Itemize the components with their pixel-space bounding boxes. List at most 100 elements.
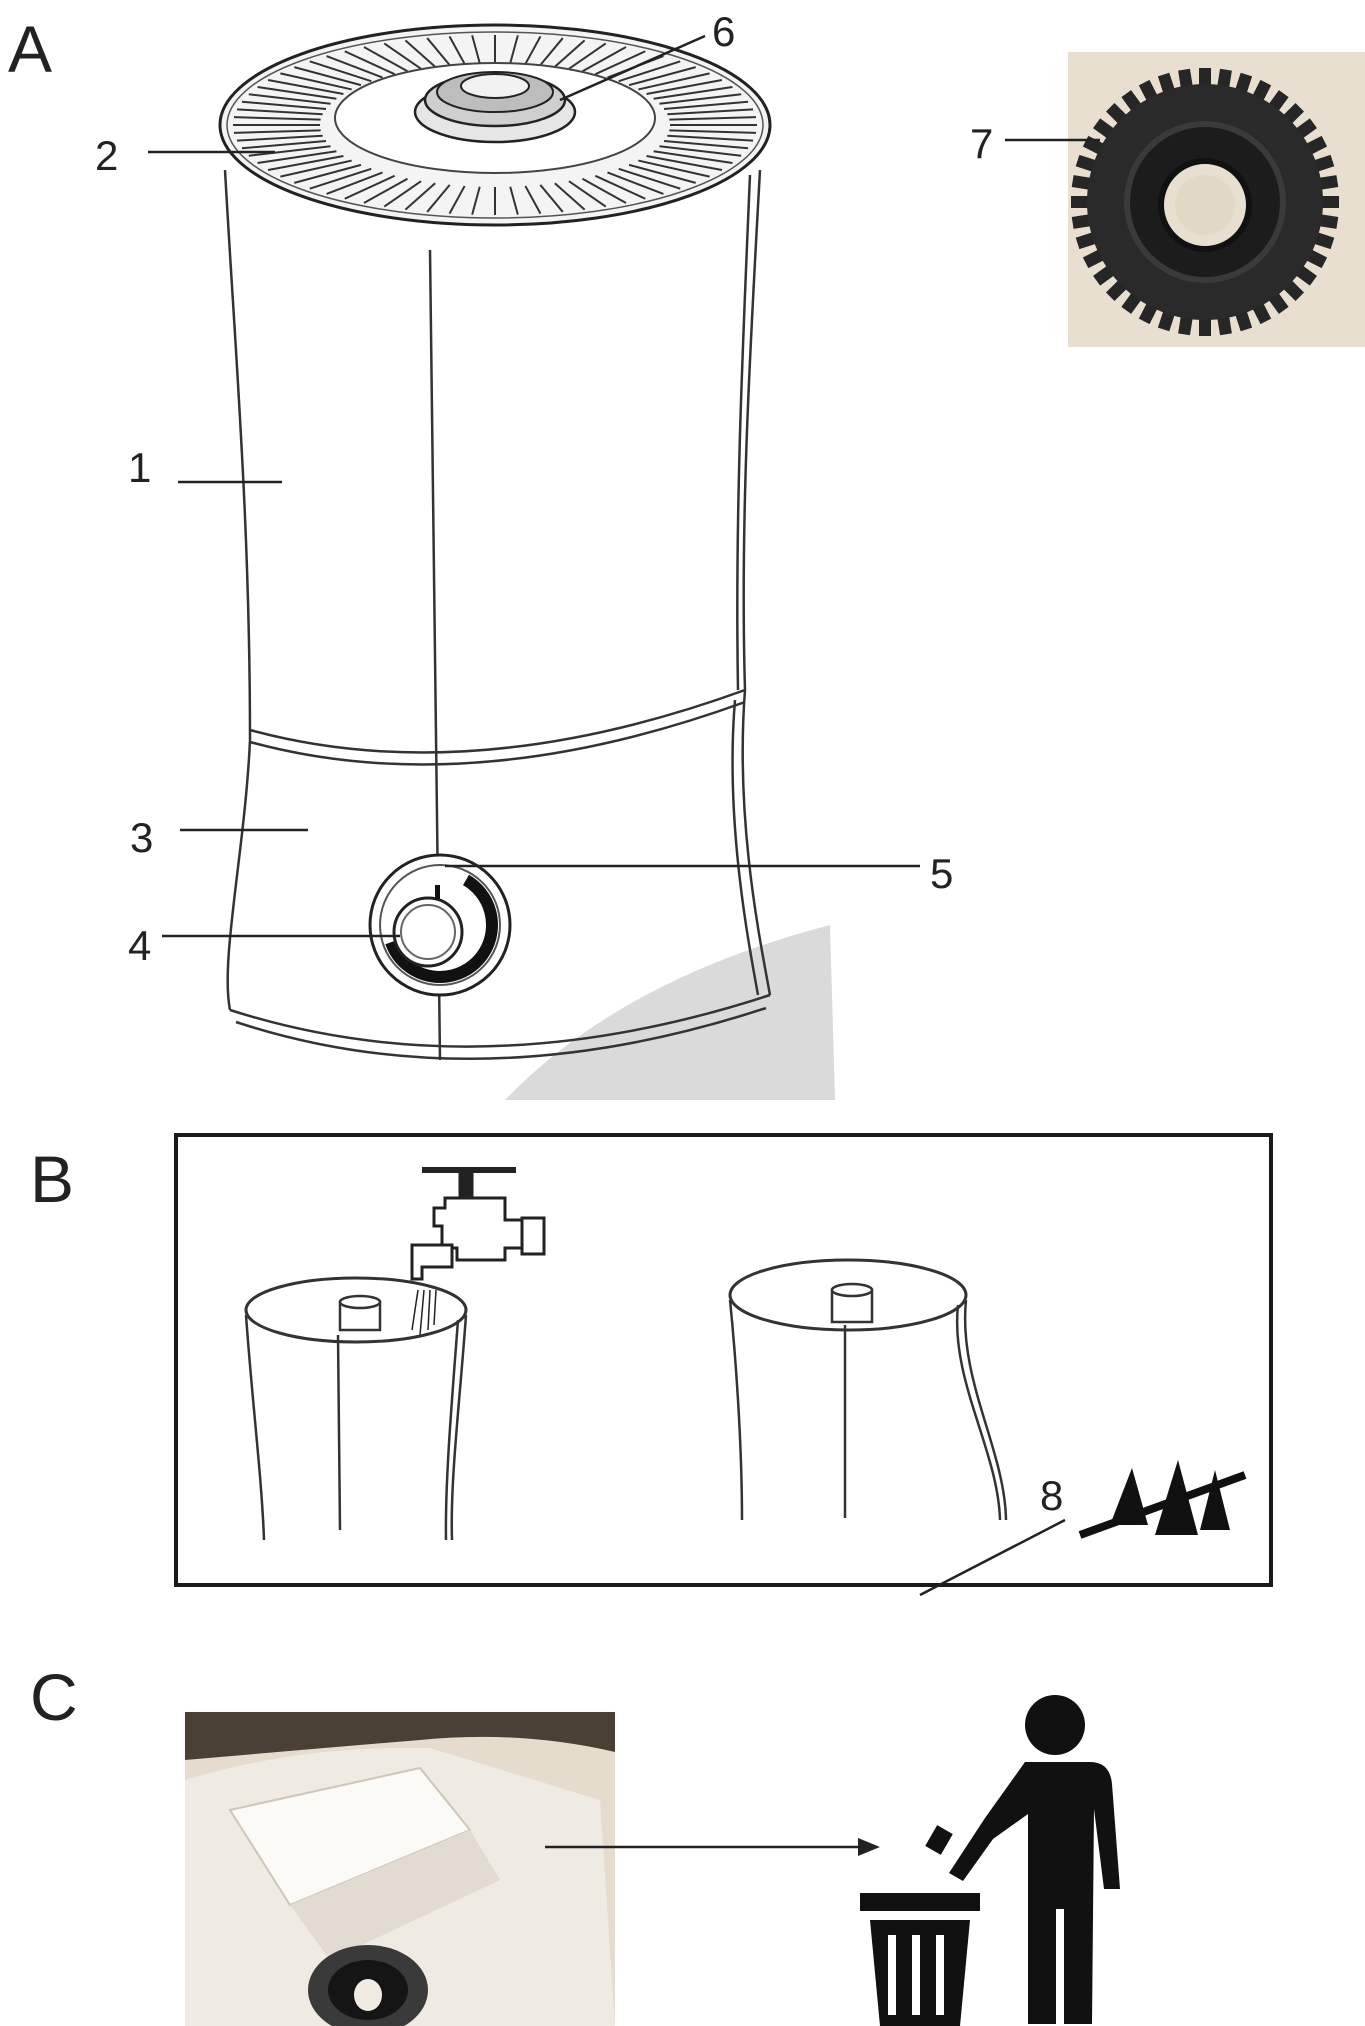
grille-fin (309, 60, 372, 83)
grille-fin (426, 184, 451, 213)
grille-fin (248, 145, 331, 157)
leader-6 (559, 34, 706, 102)
grille-fin (363, 46, 408, 73)
grille-fin (669, 129, 757, 134)
floor-shadow (505, 925, 835, 1100)
grille-fin (280, 159, 352, 178)
callout-5: 5 (930, 850, 953, 897)
grille-fin (594, 50, 646, 76)
callout-7: 7 (970, 120, 993, 167)
grille-fin (383, 42, 422, 70)
arrow-head (858, 1838, 880, 1856)
grille-fin (280, 72, 352, 91)
base-right-edge (741, 689, 772, 996)
callout-2: 2 (95, 132, 118, 179)
grille-fin (667, 108, 754, 116)
grille-fin (233, 129, 321, 134)
leader-8 (919, 1518, 1066, 1597)
base-left-edge (226, 739, 252, 1011)
grille-fin (607, 171, 664, 195)
grille-fin (628, 163, 696, 184)
grille-fin (471, 35, 481, 64)
grille-fin (326, 55, 383, 79)
humidifier-drawing (218, 23, 835, 1100)
grille-fin (667, 134, 754, 142)
tank-right-edge (742, 169, 762, 691)
mist-nozzle (413, 71, 577, 144)
grille-fin (241, 140, 327, 150)
grille-fin (326, 171, 383, 195)
grille-fin (448, 35, 466, 65)
grille-fin (669, 116, 757, 121)
grille-fin (363, 177, 408, 204)
grille-fin (233, 116, 321, 121)
base-bottom (229, 993, 771, 1048)
grille-fin (618, 60, 681, 83)
grille-fin (568, 42, 607, 70)
callout-4: 4 (128, 922, 151, 969)
grille-fin (524, 185, 542, 215)
grille-fin (653, 150, 733, 165)
panel-label-a: A (8, 12, 52, 86)
grille-fin (383, 180, 422, 208)
grille-fin (509, 186, 519, 215)
grille-fin (539, 37, 564, 66)
grille-fin (257, 85, 337, 100)
callout-6: 6 (712, 8, 735, 55)
grille-fin (659, 93, 742, 105)
callout-8: 8 (1040, 1472, 1063, 1519)
tank-base-join (249, 688, 746, 754)
nozzle-ring-photo (1068, 52, 1365, 347)
grille-fin (426, 37, 451, 66)
faucet-icon (410, 1167, 546, 1336)
grille-fin (646, 79, 723, 95)
grille-fin (582, 177, 627, 204)
grille-fin (241, 100, 327, 110)
tank-right (728, 1258, 1008, 1521)
base-interior-photo (185, 1712, 615, 2026)
panel-b-frame (174, 1133, 1273, 1587)
grille-fin (404, 39, 436, 68)
grille-fin (236, 108, 323, 116)
control-knob (368, 853, 512, 997)
tank-left-edge (223, 169, 252, 741)
grille-fin (248, 93, 331, 105)
grille-fin (594, 174, 646, 200)
crossed-out-deposits-icon (1078, 1460, 1247, 1539)
grille-fin (294, 66, 362, 87)
grille-fin (267, 155, 344, 171)
grille-fin (404, 182, 436, 211)
grille-fin (344, 50, 396, 76)
grille-fin (663, 140, 749, 150)
grille-fin (659, 145, 742, 157)
grille-fin (267, 79, 344, 95)
callout-1: 1 (128, 444, 151, 491)
grille-fin (646, 155, 723, 171)
grille-fin (653, 85, 733, 100)
grille-fin (554, 182, 586, 211)
grille-fin (638, 159, 710, 178)
grille-fin (524, 35, 542, 65)
panel-label-b: B (30, 1142, 74, 1216)
panel-label-c: C (30, 1660, 78, 1734)
grille-fin (568, 180, 607, 208)
trash-bin-icon (860, 1893, 980, 2026)
grille-fin (618, 167, 681, 190)
grille-fin (257, 150, 337, 165)
grille-fin (539, 184, 564, 213)
grille-fin (663, 100, 749, 110)
callout-3: 3 (130, 814, 153, 861)
grille-fin (628, 66, 696, 87)
grille-fin (471, 186, 481, 215)
grille-fin (309, 167, 372, 190)
tank-left (244, 1276, 468, 1541)
grille-fin (582, 46, 627, 73)
grille-fin (638, 72, 710, 91)
grille-fin (509, 35, 519, 64)
grille-fin (554, 39, 586, 68)
grille-fin (294, 163, 362, 184)
grille-fin (344, 174, 396, 200)
grille-fin (236, 134, 323, 142)
grille-fin (448, 185, 466, 215)
